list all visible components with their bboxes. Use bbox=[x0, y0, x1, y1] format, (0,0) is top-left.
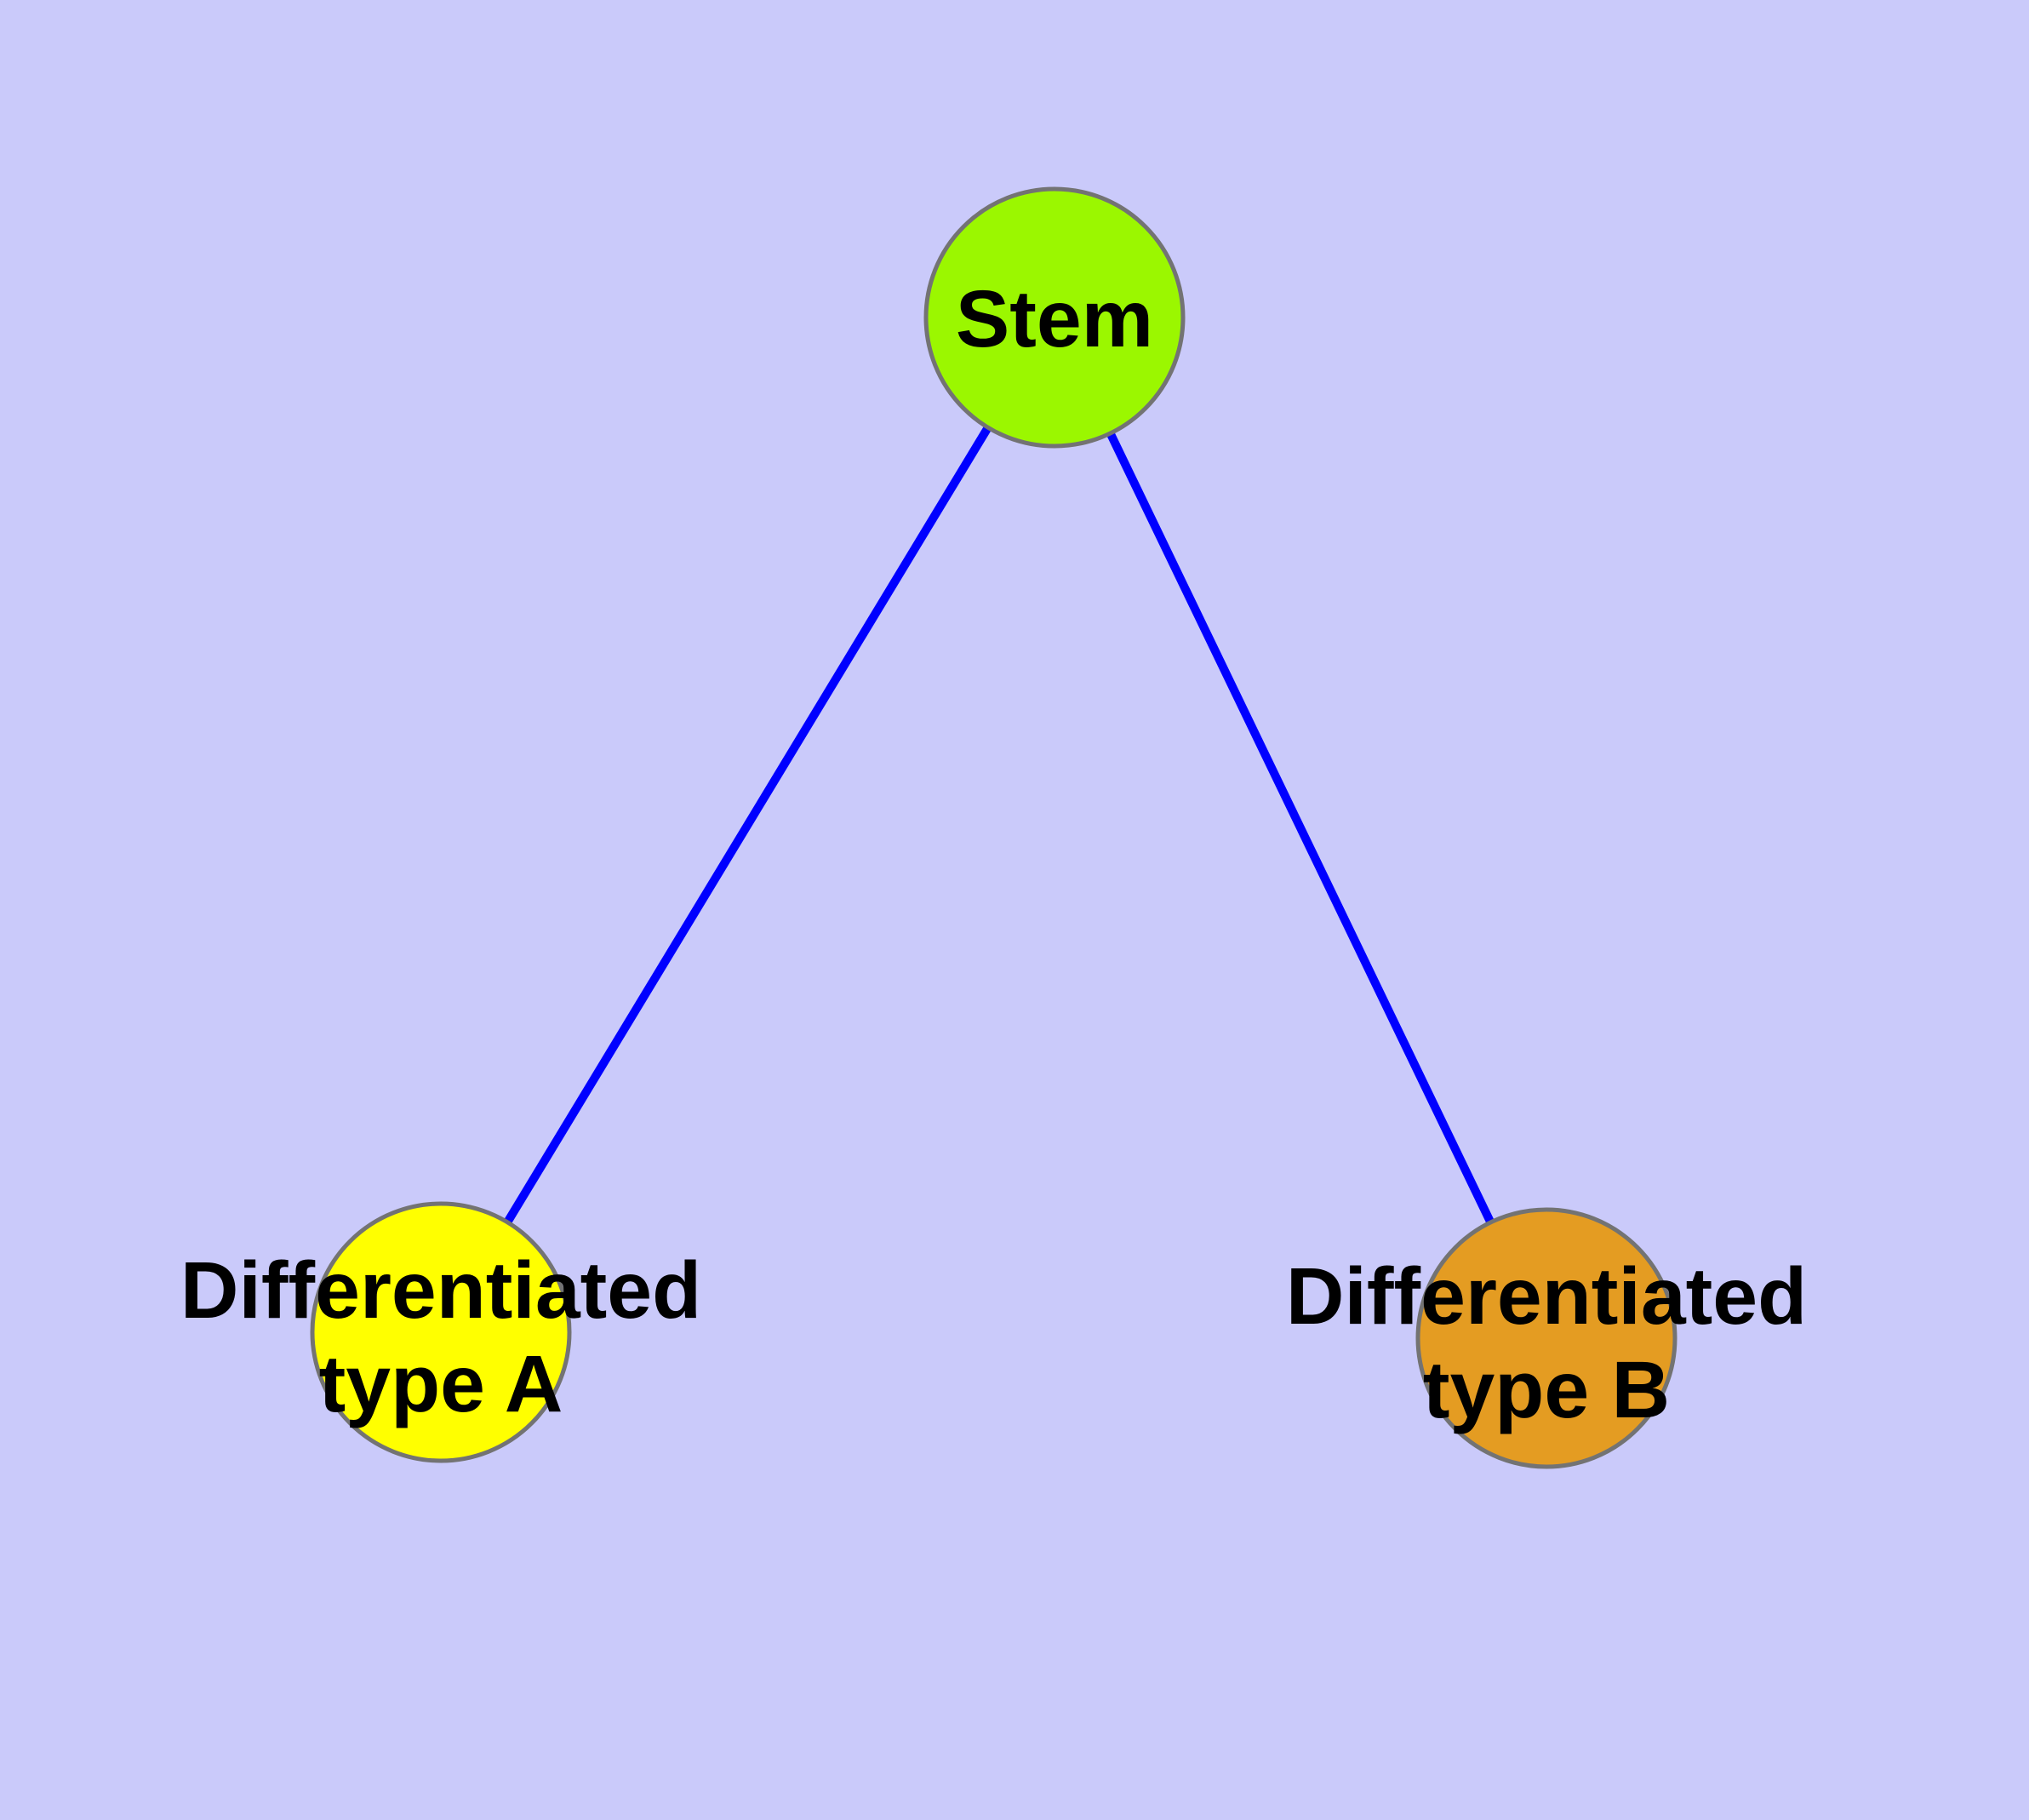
node-type-b-label-line2: type B bbox=[1423, 1345, 1670, 1435]
node-type-a-circle bbox=[310, 1201, 572, 1463]
node-type-a-label: Differentiated type A bbox=[180, 1245, 701, 1429]
node-stem-circle bbox=[923, 186, 1186, 449]
edge-stem-to-type-a bbox=[437, 315, 1059, 1335]
node-stem-label: Stem bbox=[956, 274, 1153, 364]
node-type-b-circle bbox=[1415, 1207, 1677, 1469]
node-type-a-label-line2: type A bbox=[319, 1339, 563, 1429]
node-type-a-label-line1: Differentiated bbox=[180, 1245, 701, 1336]
node-type-b-label-line1: Differentiated bbox=[1286, 1251, 1807, 1342]
edge-stem-to-type-b bbox=[1050, 315, 1551, 1341]
node-type-b-label: Differentiated type B bbox=[1286, 1251, 1807, 1435]
